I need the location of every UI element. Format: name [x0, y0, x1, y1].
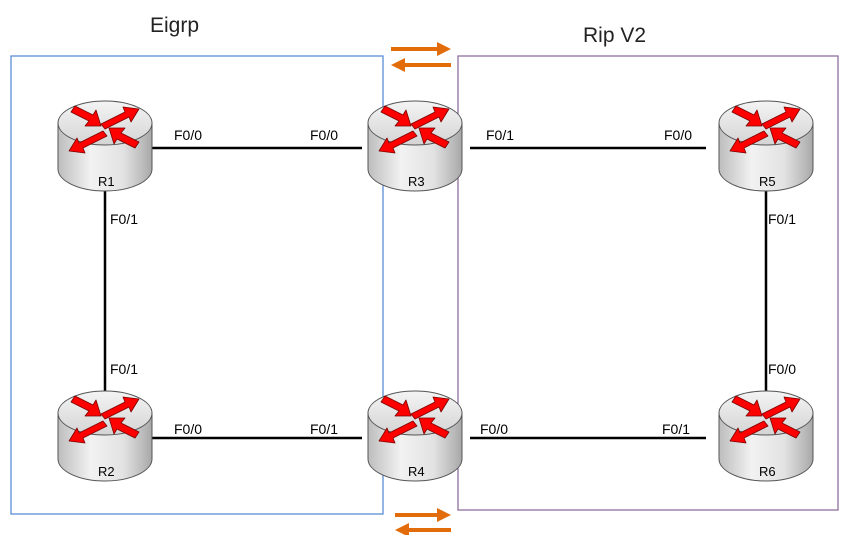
router-r2[interactable]: R2	[57, 390, 153, 482]
eigrp-region-box	[10, 55, 384, 515]
port-r4-r6-from: F0/0	[480, 421, 508, 437]
router-r1-label: R1	[98, 174, 115, 189]
port-r1-r2-to: F0/1	[110, 361, 138, 377]
router-r6-label: R6	[759, 464, 776, 479]
port-r3-r5-to: F0/0	[664, 127, 692, 143]
arrow-left-icon	[391, 58, 451, 72]
router-r3-label: R3	[408, 174, 425, 189]
eigrp-region-title: Eigrp	[150, 14, 199, 37]
port-r5-r6-from: F0/1	[768, 211, 796, 227]
router-r3[interactable]: R3	[367, 100, 463, 192]
port-r4-r6-to: F0/1	[662, 421, 690, 437]
arrow-right-icon	[395, 508, 451, 522]
port-r3-r5-from: F0/1	[486, 127, 514, 143]
router-r5[interactable]: R5	[718, 100, 814, 192]
ripv2-region-box	[457, 55, 839, 511]
redistribution-arrows-top	[391, 42, 451, 72]
port-r2-r4-to: F0/1	[310, 421, 338, 437]
port-r1-r3-from: F0/0	[174, 127, 202, 143]
port-r5-r6-to: F0/0	[768, 361, 796, 377]
arrow-right-icon	[391, 42, 451, 56]
ripv2-region-title: Rip V2	[583, 24, 646, 47]
port-r2-r4-from: F0/0	[174, 421, 202, 437]
router-r2-label: R2	[98, 464, 115, 479]
router-r5-label: R5	[759, 174, 776, 189]
router-r1[interactable]: R1	[57, 100, 153, 192]
router-r6[interactable]: R6	[718, 390, 814, 482]
router-r4-label: R4	[408, 464, 425, 479]
port-r1-r3-to: F0/0	[310, 127, 338, 143]
arrow-left-icon	[395, 523, 451, 535]
router-r4[interactable]: R4	[367, 390, 463, 482]
port-r1-r2-from: F0/1	[110, 211, 138, 227]
redistribution-arrows-bottom	[395, 508, 451, 535]
